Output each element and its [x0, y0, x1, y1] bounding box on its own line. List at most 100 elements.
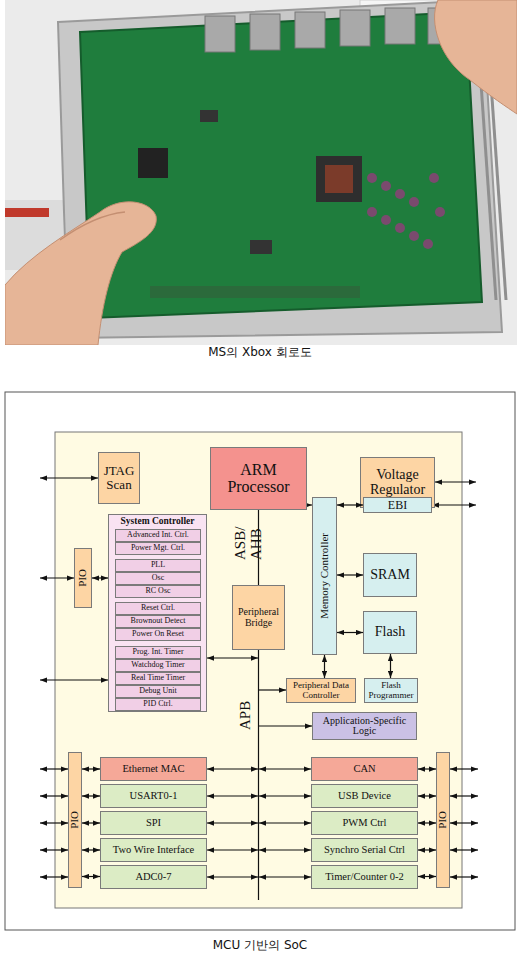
- block-label: Ethernet MAC: [122, 763, 184, 774]
- io-arrow: [450, 795, 478, 796]
- bus-arrow: [259, 725, 312, 726]
- io-arrow: [450, 822, 478, 823]
- bus-arrow: [207, 876, 258, 877]
- bus-arrow: [207, 849, 258, 850]
- figure-caption: MCU 기반의 SoC: [0, 939, 520, 952]
- bus-arrow: [259, 689, 286, 690]
- bus-label: APB: [238, 690, 254, 730]
- block-box: Memory Controller: [312, 497, 337, 655]
- block-label: Osc: [152, 574, 164, 582]
- block-label: JTAG Scan: [100, 464, 138, 491]
- block-label: Reset Ctrl.: [141, 604, 175, 612]
- sub-block: Prog. Int. Timer: [115, 646, 201, 659]
- main-chip: [316, 156, 362, 202]
- block-label: Prog. Int. Timer: [132, 648, 183, 656]
- block-label: Flash Programmer: [366, 681, 416, 700]
- red-stripe: [5, 208, 49, 217]
- peripheral-box: Ethernet MAC: [100, 757, 207, 781]
- sub-block: Real Time Timer: [115, 672, 201, 685]
- capacitor: [395, 189, 405, 199]
- connector-arrow: [337, 632, 363, 633]
- bus-arrow: [207, 822, 258, 823]
- block-label: Advanced Int. Ctrl.: [127, 531, 189, 539]
- bus-arrow: [207, 768, 258, 769]
- block-label: PWM Ctrl: [342, 817, 386, 828]
- peripheral-box: USB Device: [311, 784, 418, 808]
- block-label: Real Time Timer: [131, 674, 185, 682]
- sub-block: Debug Unit: [115, 685, 201, 698]
- io-arrow: [40, 876, 68, 877]
- sub-block: Power On Reset: [115, 628, 201, 641]
- port-box: PIO: [74, 548, 92, 608]
- bus-arrow: [259, 795, 311, 796]
- block-label: Memory Controller: [319, 533, 331, 619]
- bus-arrow: [207, 657, 258, 658]
- block-label: SRAM: [370, 568, 410, 583]
- board-photo: [5, 0, 517, 345]
- left-hand: [5, 202, 156, 345]
- block-box: Peripheral Bridge: [232, 585, 285, 650]
- bus-arrow: [259, 849, 311, 850]
- io-arrow: [40, 795, 68, 796]
- port-box: PIO: [436, 752, 450, 888]
- sub-block: PLL: [115, 559, 201, 572]
- photo-background: [5, 0, 517, 345]
- port-connector: [295, 12, 325, 48]
- block-label: PIO: [437, 811, 449, 829]
- circuit-board: [80, 12, 482, 318]
- io-arrow: [40, 822, 68, 823]
- io-arrow: [40, 477, 98, 478]
- bus-arrow: [259, 876, 311, 877]
- sub-block: RC Osc: [115, 585, 201, 598]
- io-arrow: [450, 768, 478, 769]
- connector-arrow: [82, 768, 100, 769]
- connector-arrow: [82, 849, 100, 850]
- block-box: Peripheral Data Controller: [286, 678, 356, 703]
- small-chip: [200, 110, 218, 122]
- capacitor: [423, 239, 433, 249]
- block-label: Peripheral Bridge: [234, 607, 283, 628]
- block-box: JTAG Scan: [98, 452, 140, 504]
- controller-group: System ControllerAdvanced Int. Ctrl. Powe…: [108, 514, 207, 712]
- block-label: Timer/Counter 0-2: [325, 871, 404, 882]
- block-label: Two Wire Interface: [113, 844, 194, 855]
- chip-outline: [55, 432, 462, 908]
- block-label: Power Mgt. Ctrl.: [131, 544, 185, 552]
- sub-block: PID Ctrl.: [115, 698, 201, 711]
- connector-arrow: [337, 574, 363, 575]
- io-arrow: [432, 504, 476, 505]
- block-box: Application-Specific Logic: [312, 712, 417, 740]
- peripheral-box: CAN: [311, 757, 418, 781]
- system-bus: [258, 510, 259, 900]
- block-label: Watchdog Timer: [131, 661, 184, 669]
- sub-block: Power Mgt. Ctrl.: [115, 542, 201, 555]
- block-label: SPI: [146, 817, 161, 828]
- capacitor: [435, 207, 445, 217]
- block-box: Flash Programmer: [364, 678, 418, 703]
- block-box: ARM Processor: [210, 447, 307, 510]
- connector-arrow: [390, 654, 391, 678]
- peripheral-box: ADC0-7: [100, 865, 207, 889]
- block-label: RC Osc: [145, 587, 170, 595]
- small-chip: [250, 240, 272, 254]
- block-label: PIO: [77, 569, 89, 587]
- port-connector: [250, 14, 280, 50]
- block-label: PIO: [69, 811, 81, 829]
- block-label: Voltage Regulator: [362, 468, 433, 497]
- chip-die: [325, 165, 353, 193]
- peripheral-box: USART0-1: [100, 784, 207, 808]
- port-box: PIO: [68, 752, 82, 888]
- capacitor: [409, 197, 419, 207]
- sub-block: Advanced Int. Ctrl.: [115, 529, 201, 542]
- block-label: PLL: [151, 561, 165, 569]
- diagram-frame: [5, 392, 515, 930]
- block-label: USB Device: [338, 790, 391, 801]
- capacitor: [367, 173, 377, 183]
- figure-caption: MS의 Xbox 회로도: [0, 346, 520, 359]
- finger-line: [60, 212, 125, 240]
- connector-arrow: [92, 577, 108, 578]
- group-heading: System Controller: [121, 517, 195, 527]
- io-arrow: [40, 577, 74, 578]
- block-label: Peripheral Data Controller: [288, 681, 354, 700]
